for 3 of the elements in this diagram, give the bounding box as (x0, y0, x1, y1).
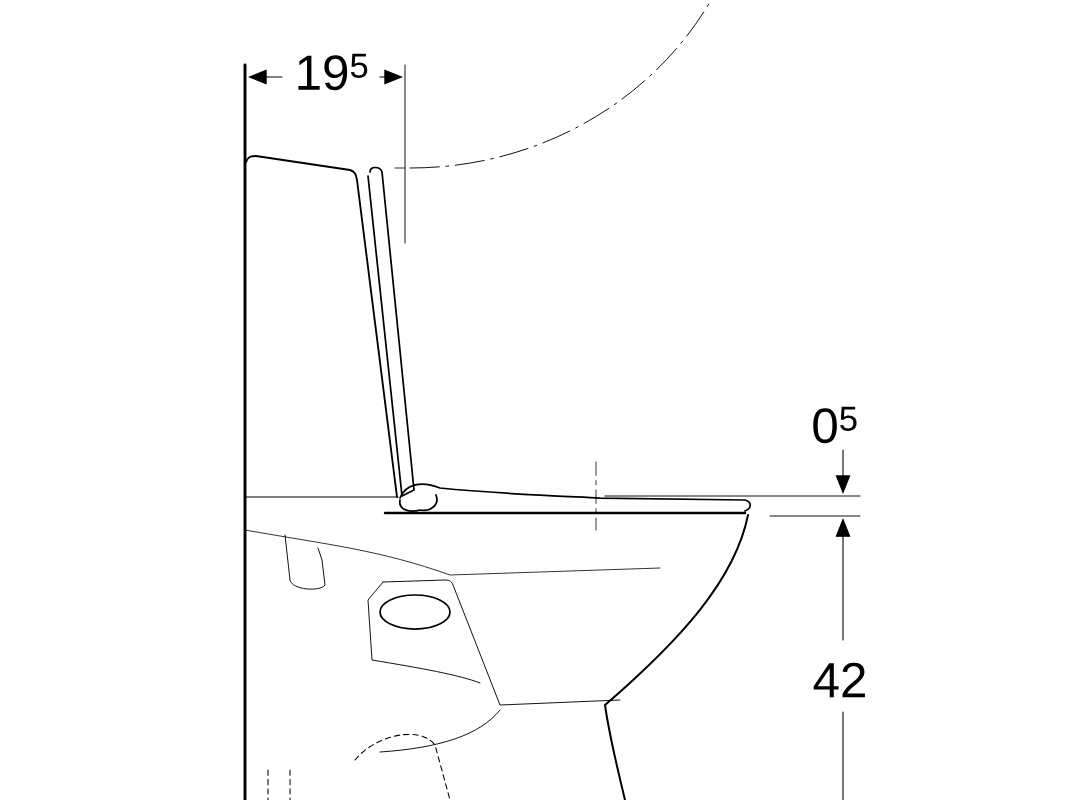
dimension-label: 42 (813, 662, 865, 698)
dimension-label: 0$^{5}$ (813, 406, 857, 444)
dimension-label: 19$^{5}$ (298, 53, 368, 91)
